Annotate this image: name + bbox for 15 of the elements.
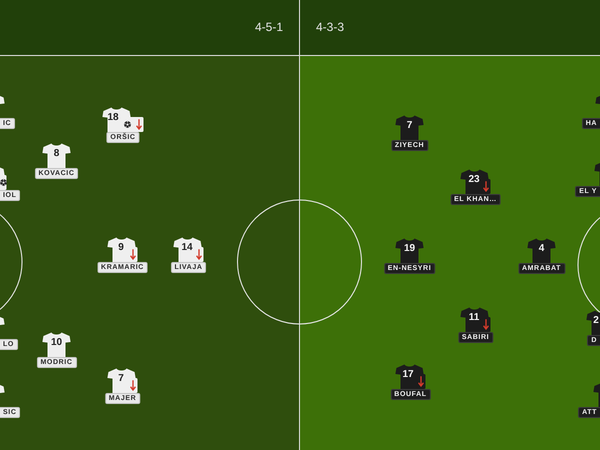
formation-label: 4-5-1 bbox=[254, 20, 283, 34]
shirt-number: 4 bbox=[538, 243, 544, 255]
shirt-number: 14 bbox=[181, 242, 193, 254]
formation-label: 4-3-3 bbox=[316, 20, 344, 34]
shirt-number: 8 bbox=[54, 148, 60, 160]
shirt-number: 19 bbox=[404, 243, 416, 255]
shirt-number: 7 bbox=[406, 120, 412, 132]
shirt-number: 17 bbox=[402, 369, 414, 381]
shirt-number: 2 bbox=[593, 315, 599, 327]
shirt-number: 11 bbox=[468, 312, 480, 324]
shirt-number: 18 bbox=[107, 112, 119, 124]
shirt-number: 9 bbox=[118, 242, 124, 254]
shirt-number: 10 bbox=[50, 337, 62, 349]
shirt-number: 7 bbox=[118, 373, 124, 385]
shirt-number: 23 bbox=[468, 174, 480, 186]
